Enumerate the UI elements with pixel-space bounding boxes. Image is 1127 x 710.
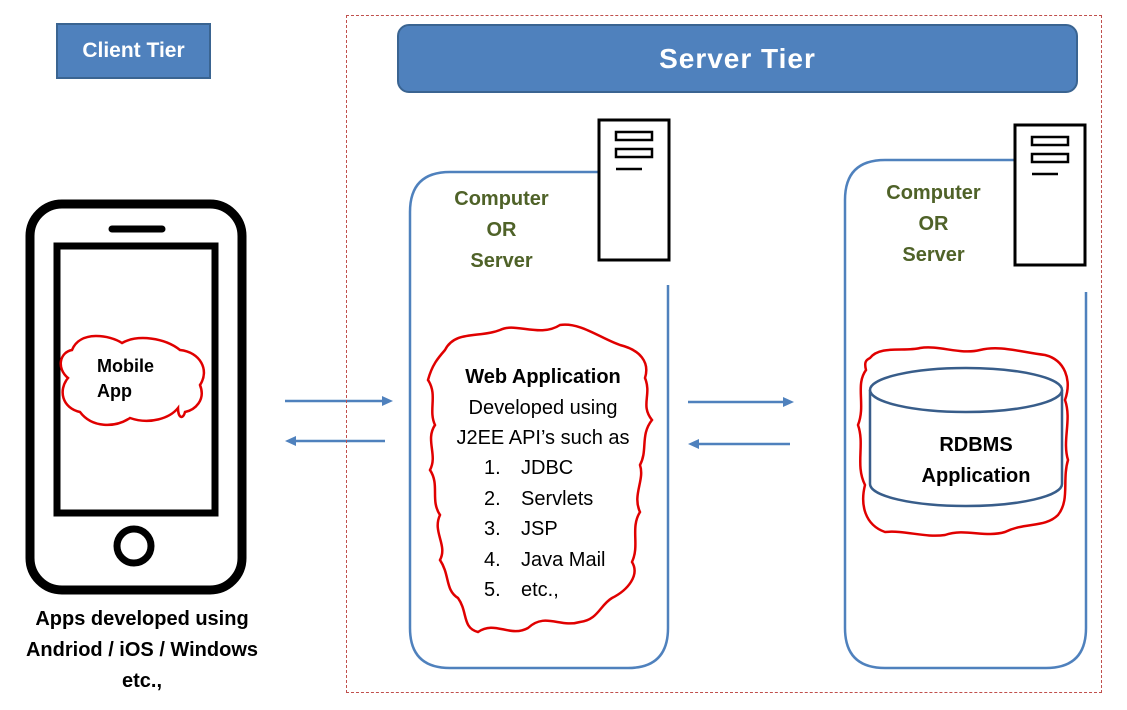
db-computer-label: Computer OR Server [866, 178, 1001, 271]
mobile-caption-line3: etc., [121, 670, 163, 692]
web-computer-line2: OR [486, 219, 517, 241]
web-computer-line1: Computer [454, 188, 549, 210]
list-item: 3.JSP [484, 518, 558, 540]
list-item: 5.etc., [484, 579, 559, 601]
rdbms-line2: Application [921, 465, 1031, 487]
web-app-line2: Developed using [468, 396, 618, 419]
mobile-app-line2: App [97, 381, 132, 401]
mobile-app-label: Mobile App [97, 354, 154, 404]
web-server-panel [408, 170, 670, 670]
server-tier-label: Server Tier [397, 24, 1078, 93]
rdbms-label: RDBMS Application [896, 430, 1056, 492]
mobile-caption-line1: Apps developed using [35, 608, 249, 630]
database-icon [868, 366, 1064, 508]
j2ee-api-list: 1.JDBC 2.Servlets 3.JSP 4.Java Mail 5.et… [484, 453, 605, 606]
arrows-client-web [285, 396, 393, 446]
mobile-app-line1: Mobile [97, 356, 154, 376]
list-item: 1.JDBC [484, 457, 574, 479]
db-computer-line1: Computer [886, 182, 981, 204]
db-server-panel [843, 158, 1088, 670]
list-item: 2.Servlets [484, 487, 594, 510]
web-computer-line3: Server [470, 250, 533, 272]
server-icon-web [597, 118, 671, 262]
web-app-line3: J2EE API’s such as [456, 427, 630, 449]
client-tier-label: Client Tier [56, 23, 211, 79]
arrows-web-db [688, 397, 794, 449]
db-computer-line2: OR [918, 213, 949, 235]
list-item: 4.Java Mail [484, 548, 606, 571]
server-tier-region [346, 15, 1102, 693]
server-icon-db [1013, 123, 1087, 267]
web-app-description: Web Application Developed using J2EE API… [438, 362, 648, 454]
mobile-app-highlight [59, 334, 206, 426]
db-computer-line3: Server [902, 244, 965, 266]
phone-icon [25, 199, 247, 595]
web-app-highlight [426, 323, 654, 634]
rdbms-highlight [856, 346, 1070, 537]
web-computer-label: Computer OR Server [434, 184, 569, 277]
mobile-caption-line2: Andriod / iOS / Windows [25, 639, 259, 661]
mobile-caption: Apps developed using Andriod / iOS / Win… [0, 604, 284, 697]
rdbms-line1: RDBMS [939, 434, 1013, 456]
web-app-title: Web Application [465, 366, 621, 388]
